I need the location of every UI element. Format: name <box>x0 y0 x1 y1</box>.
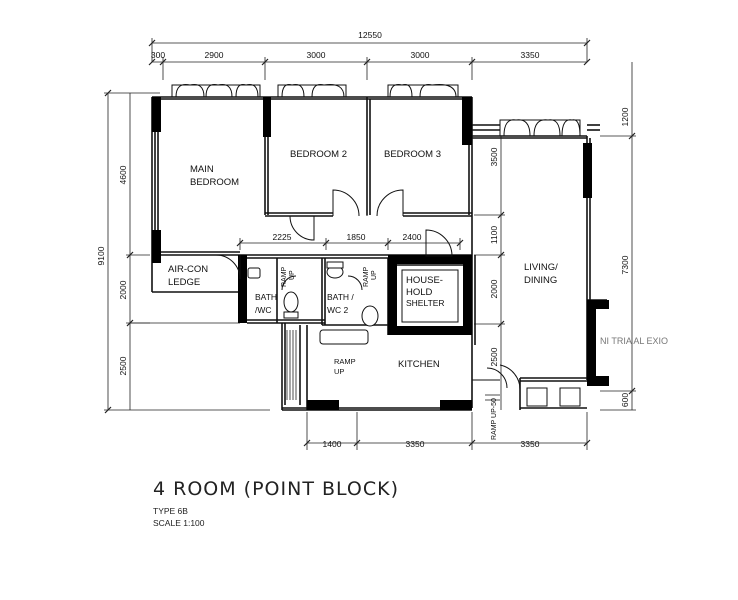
title-block: 4 ROOM (POINT BLOCK) TYPE 6B SCALE 1:100 <box>153 478 399 528</box>
label-bath-2-b: WC 2 <box>327 305 349 315</box>
label-bath-1-a: BATH <box>255 292 277 302</box>
label-main-bedroom-1: MAIN <box>190 164 214 175</box>
windows <box>171 84 581 137</box>
dim-inner-3: 2000 <box>489 279 499 298</box>
dim-inner-2: 1100 <box>489 226 499 245</box>
plan-title: 4 ROOM (POINT BLOCK) <box>153 478 399 500</box>
dim-mid-1: 2225 <box>273 232 292 242</box>
label-ramp-up-2a: RAMP <box>363 266 370 287</box>
label-ramp-up-kitchen-b: UP <box>334 367 344 376</box>
dim-left-3: 2500 <box>118 356 128 375</box>
dim-bottom-2: 3350 <box>406 439 425 449</box>
dim-top-4: 3000 <box>411 50 430 60</box>
label-living-dining-2: DINING <box>524 275 557 286</box>
dimension-ticks <box>104 39 636 447</box>
dim-inner-4: 2500 <box>489 347 499 366</box>
dim-left-2: 2000 <box>118 280 128 299</box>
dim-bottom-1: 1400 <box>323 439 342 449</box>
label-main-bedroom-2: BEDROOM <box>190 177 239 188</box>
dim-right-3: 600 <box>620 393 630 407</box>
plan-scale: SCALE 1:100 <box>153 518 205 528</box>
label-ramp-up-1b: UP <box>289 270 296 280</box>
label-household-shelter-1: HOUSE- <box>406 275 443 286</box>
walls <box>151 96 607 411</box>
dim-right-2: 7300 <box>620 255 630 274</box>
dim-right-1: 1200 <box>620 107 630 126</box>
dim-inner-1: 3500 <box>489 147 499 166</box>
room-labels: MAIN BEDROOM BEDROOM 2 BEDROOM 3 AIR-CON… <box>168 149 558 440</box>
dim-mid-2: 1850 <box>347 232 366 242</box>
label-household-shelter-3: SHELTER <box>406 298 445 308</box>
label-bath-2-a: BATH / <box>327 292 354 302</box>
label-kitchen: KITCHEN <box>398 359 440 370</box>
label-household-shelter-2: HOLD <box>406 287 433 298</box>
label-bath-1-b: /WC <box>255 305 272 315</box>
dim-mid-3: 2400 <box>403 232 422 242</box>
label-aircon-ledge-1: AIR-CON <box>168 264 208 275</box>
structural-walls <box>152 97 609 410</box>
dim-top-1: 300 <box>151 50 165 60</box>
label-aircon-ledge-2: LEDGE <box>168 277 200 288</box>
watermark-text: NI TRIA AL EXIO <box>600 336 668 346</box>
label-bedroom-2: BEDROOM 2 <box>290 149 347 160</box>
dim-overall-width: 12550 <box>358 30 382 40</box>
dimension-lines <box>104 38 636 450</box>
label-ramp-up-bottom: RAMP UP-50 <box>491 398 498 440</box>
label-living-dining-1: LIVING/ <box>524 262 558 273</box>
dim-top-5: 3350 <box>521 50 540 60</box>
doors <box>215 189 521 391</box>
dim-left-1: 4600 <box>118 165 128 184</box>
label-ramp-up-1a: RAMP <box>281 266 288 287</box>
plan-type: TYPE 6B <box>153 506 188 516</box>
dim-bottom-3: 3350 <box>521 439 540 449</box>
fixtures <box>247 261 581 407</box>
dim-top-3: 3000 <box>307 50 326 60</box>
dim-top-2: 2900 <box>205 50 224 60</box>
dimension-labels: 12550 300 2900 3000 3000 3350 9100 4600 … <box>96 30 630 449</box>
ramp-hatches <box>286 330 500 401</box>
label-bedroom-3: BEDROOM 3 <box>384 149 441 160</box>
dim-left-total: 9100 <box>96 246 106 265</box>
label-ramp-up-2b: UP <box>371 270 378 280</box>
label-ramp-up-kitchen-a: RAMP <box>334 357 356 366</box>
